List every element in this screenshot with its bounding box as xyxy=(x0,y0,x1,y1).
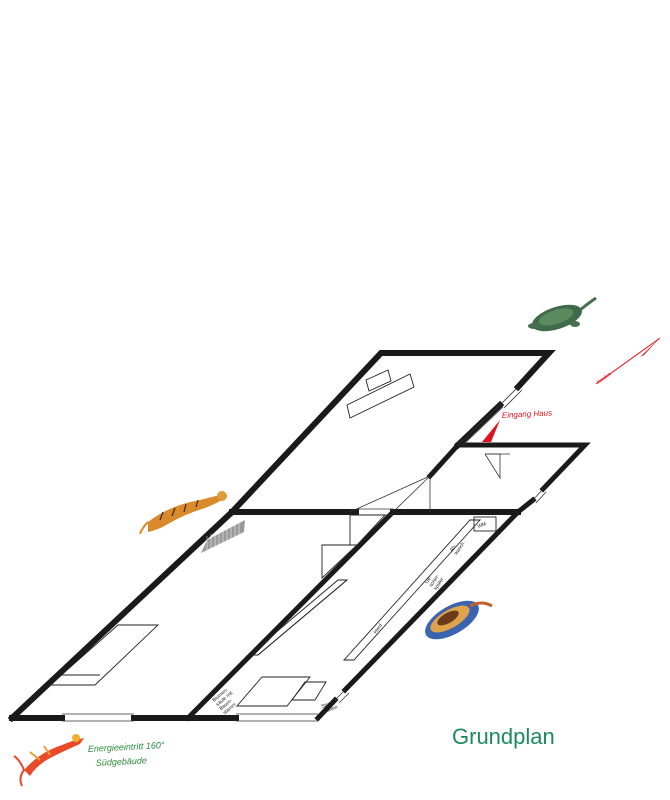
blumen-label: Blumen-säule mitBaum-stamm xyxy=(211,686,241,716)
entrance-label: Eingang Haus xyxy=(502,408,553,420)
entrance-arrow xyxy=(482,420,500,442)
turtle-image xyxy=(528,296,597,332)
snake-image xyxy=(425,600,493,640)
walls xyxy=(7,350,591,723)
lower-left-wall xyxy=(7,507,237,723)
energy-building-label: Südgebäude xyxy=(96,755,148,768)
thin-lines xyxy=(62,386,547,722)
herd-label: Herd xyxy=(373,623,384,635)
energy-entry-label: Energieeintritt 160° xyxy=(88,740,165,754)
lower-right-wall-end xyxy=(314,696,339,722)
armchair xyxy=(291,681,327,701)
upper-room-wall xyxy=(227,350,556,517)
wm-label: WM xyxy=(477,521,487,530)
furniture-long xyxy=(346,373,415,419)
radiator xyxy=(201,520,245,556)
bed xyxy=(48,624,160,686)
side-room-wall-lower xyxy=(514,496,537,516)
strom-text: Strom-kasten xyxy=(321,699,339,715)
dragon-image xyxy=(13,734,84,787)
furniture-small xyxy=(365,369,392,392)
side-room-left xyxy=(426,441,462,480)
plan-title: Grundplan xyxy=(452,724,555,749)
washing-machine xyxy=(473,516,497,532)
table xyxy=(236,676,311,707)
tiger-image xyxy=(139,491,227,535)
side-room-wall xyxy=(455,442,591,493)
lower-right-wall xyxy=(341,508,522,694)
inner-partition xyxy=(184,508,397,722)
north-arrow xyxy=(595,337,661,385)
kitchen-counter xyxy=(342,519,482,661)
strom-label: Strom-kasten xyxy=(321,699,339,715)
furniture xyxy=(48,369,497,707)
blumen-text: Blumen-säule mitBaum-stamm xyxy=(211,686,241,716)
north-label: Norden xyxy=(596,371,613,385)
